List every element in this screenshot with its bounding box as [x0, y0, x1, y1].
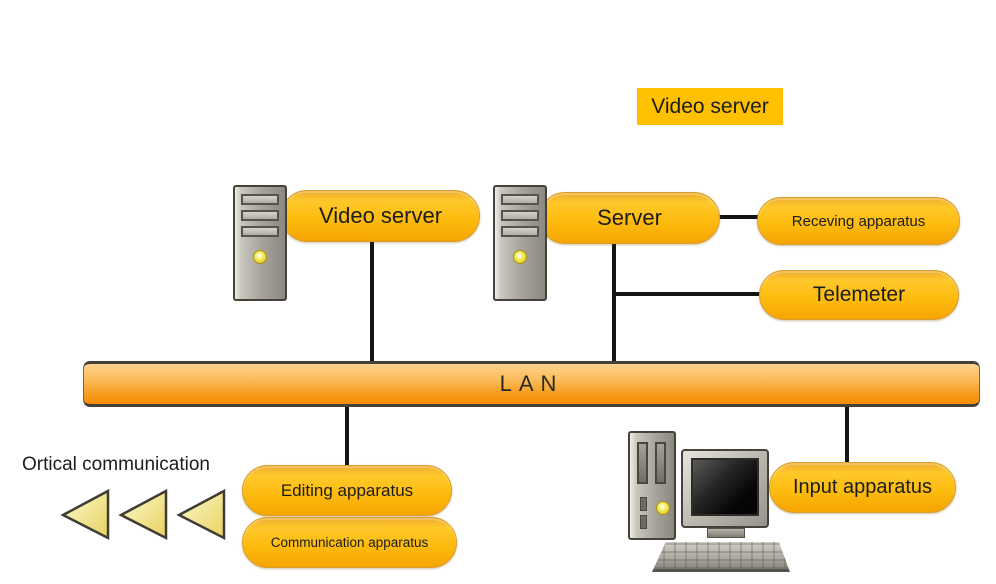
connector-videoserver-lan [370, 237, 374, 363]
server-tower-icon [493, 185, 547, 301]
connector-server-lan [612, 240, 616, 363]
tower-slit [640, 497, 647, 511]
communication-apparatus-label: Communication apparatus [270, 535, 429, 550]
server-node-label: Server [597, 205, 662, 230]
top-title-label: Video server [637, 88, 783, 125]
optical-communication-label: Ortical communication [22, 454, 210, 475]
drive-bay-icon [655, 442, 666, 484]
video-server-node: Video server [281, 190, 480, 242]
connector-server-telemeter [612, 292, 761, 296]
drive-bay-icon [637, 442, 648, 484]
server-tower-icon [233, 185, 287, 301]
receiving-apparatus-node: Receving apparatus [757, 197, 960, 245]
input-apparatus-node: Input apparatus [769, 462, 956, 513]
telemeter-label: Telemeter [812, 283, 906, 306]
tower-slit [640, 515, 647, 529]
tower-slot [501, 194, 539, 205]
lan-label: LAN [499, 371, 564, 396]
input-apparatus-label: Input apparatus [793, 476, 932, 498]
keyboard-icon [652, 542, 790, 572]
tower-slot [241, 194, 279, 205]
power-led-icon [656, 501, 670, 515]
desktop-computer-icon [628, 431, 676, 540]
monitor-stand [707, 528, 745, 538]
receiving-apparatus-label: Receving apparatus [791, 212, 926, 230]
power-led-icon [253, 250, 267, 264]
tower-slot [501, 226, 539, 237]
top-title-text: Video server [651, 94, 769, 118]
editing-apparatus-label: Editing apparatus [280, 480, 414, 500]
tower-slot [241, 210, 279, 221]
optical-arrows-icon [60, 488, 226, 541]
editing-apparatus-node: Editing apparatus [242, 465, 452, 516]
power-led-icon [513, 250, 527, 264]
connector-lan-editing [345, 405, 349, 467]
video-server-node-label: Video server [318, 203, 443, 228]
tower-slot [501, 210, 539, 221]
connector-lan-input [845, 405, 849, 464]
lan-bus-bar: LAN [83, 361, 980, 407]
monitor-icon [681, 449, 769, 528]
tower-slot [241, 226, 279, 237]
connector-server-receiving [715, 215, 760, 219]
telemeter-node: Telemeter [759, 270, 959, 320]
monitor-screen [691, 458, 759, 516]
communication-apparatus-node: Communication apparatus [242, 517, 457, 568]
server-node: Server [539, 192, 720, 244]
